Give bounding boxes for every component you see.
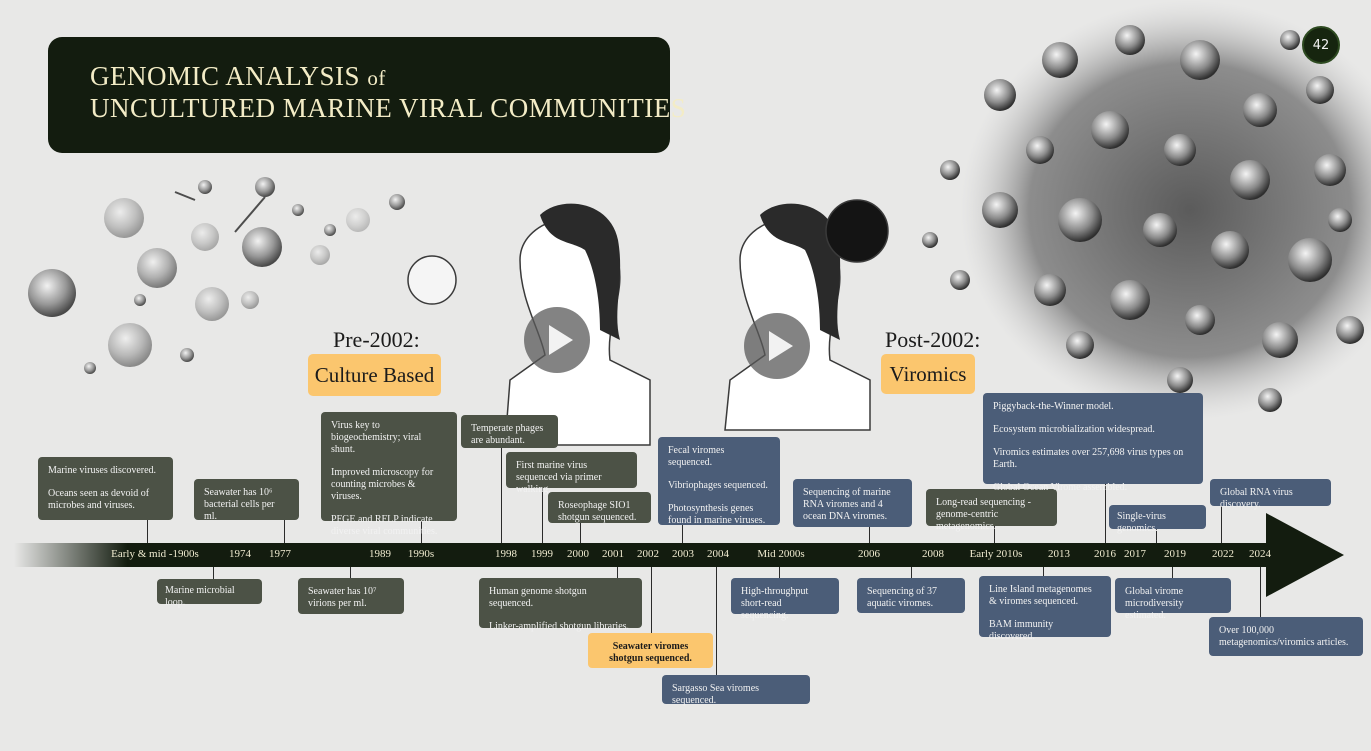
- year-label: Early 2010s: [969, 548, 1023, 560]
- connector-line: [147, 520, 148, 543]
- title-banner: GENOMIC ANALYSIS of UNCULTURED MARINE VI…: [48, 37, 686, 153]
- event-2013: Line Island metagenomes & viromes sequen…: [979, 576, 1111, 642]
- year-label: 2022: [1212, 548, 1234, 560]
- connector-line: [542, 488, 543, 543]
- event-1989: Seawater has 10⁷ virions per ml.: [298, 578, 404, 614]
- year-label: 2000: [567, 548, 589, 560]
- year-label: 2002: [637, 548, 659, 560]
- post-2002-heading: Post-2002:: [885, 327, 981, 352]
- connector-line: [1221, 506, 1222, 543]
- event-1977: Seawater has 10⁶ bacterial cells per ml.: [194, 479, 299, 522]
- year-label: 1998: [495, 548, 517, 560]
- year-label: 2019: [1164, 548, 1186, 560]
- title-line-2: UNCULTURED MARINE VIRAL COMMUNITIES: [90, 93, 687, 123]
- connector-line: [580, 523, 581, 543]
- connector-line: [1172, 567, 1173, 579]
- event-2022: Global RNA virus discovery.: [1210, 479, 1331, 510]
- connector-line: [213, 567, 214, 582]
- event-2008: Sequencing of 37 aquatic viromes.: [857, 578, 965, 613]
- year-label: 2013: [1048, 548, 1070, 560]
- year-label: 2004: [707, 548, 729, 560]
- event-1999: First marine virus sequenced via primer …: [506, 452, 637, 495]
- event-2017: Single-virus genomics.: [1109, 505, 1206, 534]
- play-video-button-2[interactable]: [744, 313, 810, 379]
- event-2002: Seawater viromes shotgun sequenced.: [588, 633, 713, 668]
- event-2016: Piggyback-the-Winner model.Ecosystem mic…: [983, 393, 1203, 493]
- year-label: 1977: [269, 548, 291, 560]
- year-label: 2001: [602, 548, 624, 560]
- year-label: 2016: [1094, 548, 1116, 560]
- event-1998: Temperate phages are abundant.: [461, 415, 558, 448]
- event-early-2010s: Long-read sequencing - genome-centric me…: [926, 489, 1057, 532]
- connector-line: [1156, 529, 1157, 543]
- connector-line: [421, 521, 422, 543]
- connector-line: [501, 448, 502, 543]
- connector-line: [284, 520, 285, 543]
- timeline-arrowhead: [1266, 513, 1344, 597]
- play-video-button-1[interactable]: [524, 307, 590, 373]
- culture-based-badge: Culture Based: [308, 354, 441, 396]
- connector-line: [350, 567, 351, 580]
- event-2004: Sargasso Sea viromes sequenced.: [662, 675, 810, 706]
- year-label: 1999: [531, 548, 553, 560]
- connector-line: [1043, 567, 1044, 579]
- pre-2002-heading: Pre-2002:: [333, 327, 420, 352]
- year-label: Early & mid -1900s: [111, 548, 199, 560]
- connector-line: [682, 525, 683, 543]
- event-early-1900s: Marine viruses discovered.Oceans seen as…: [38, 457, 173, 520]
- connector-line: [716, 567, 717, 675]
- connector-line: [1105, 484, 1106, 543]
- event-2024: Over 100,000 metagenomics/viromics artic…: [1209, 617, 1363, 656]
- connector-line: [994, 526, 995, 543]
- year-label: 2003: [672, 548, 694, 560]
- connector-line: [869, 527, 870, 543]
- event-2019: Global virome microdiversity estimated.: [1115, 578, 1231, 621]
- slide-number-badge: 42: [1302, 26, 1340, 64]
- year-label: 2006: [858, 548, 880, 560]
- year-label: 2024: [1249, 548, 1271, 560]
- year-label: 1990s: [407, 548, 435, 560]
- event-mid-2000s: High-throughput short-read sequencing.: [731, 578, 839, 621]
- event-2003: Fecal viromes sequenced.Vibriophages seq…: [658, 437, 780, 526]
- year-label: Mid 2000s: [757, 548, 805, 560]
- title-line-1: GENOMIC ANALYSIS of: [90, 61, 386, 91]
- connector-line: [651, 567, 652, 633]
- connector-line: [617, 567, 618, 579]
- year-label: 2008: [922, 548, 944, 560]
- event-1974: Marine microbial loop.: [157, 579, 262, 608]
- event-1990s: Virus key to biogeochemistry; viral shun…: [321, 412, 457, 537]
- connector-line: [911, 567, 912, 579]
- viromics-badge: Viromics: [881, 354, 975, 394]
- year-label: 1974: [229, 548, 251, 560]
- event-2000: Roseophage SIO1 shotgun sequenced.: [548, 492, 651, 523]
- event-2001: Human genome shotgun sequenced.Linker-am…: [479, 578, 642, 632]
- connector-line: [1260, 567, 1261, 617]
- connector-line: [779, 567, 780, 579]
- event-2006: Sequencing of marine RNA viromes and 4 o…: [793, 479, 912, 527]
- year-label: 1989: [369, 548, 391, 560]
- year-label: 2017: [1124, 548, 1146, 560]
- timeline-bar: [14, 543, 1274, 567]
